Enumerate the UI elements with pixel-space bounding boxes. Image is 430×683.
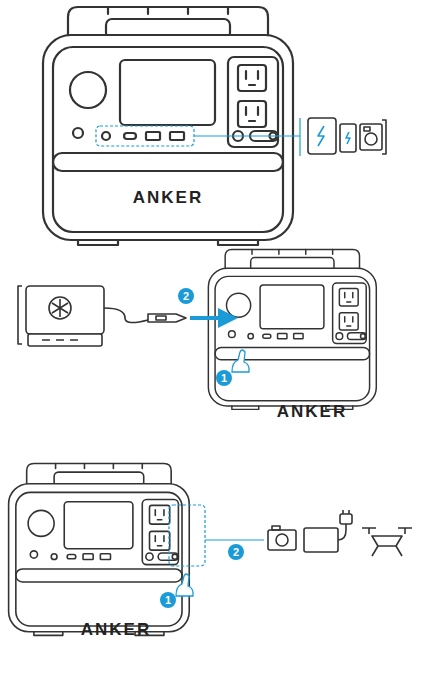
callout-number: 1 — [216, 370, 232, 386]
callout-number: 2 — [178, 288, 194, 304]
brand-logo: ANKER — [81, 620, 151, 640]
callout-number: 2 — [228, 544, 244, 560]
brand-logo: ANKER — [277, 402, 347, 422]
callout-number: 1 — [160, 592, 176, 608]
brand-logo: ANKER — [133, 188, 203, 208]
